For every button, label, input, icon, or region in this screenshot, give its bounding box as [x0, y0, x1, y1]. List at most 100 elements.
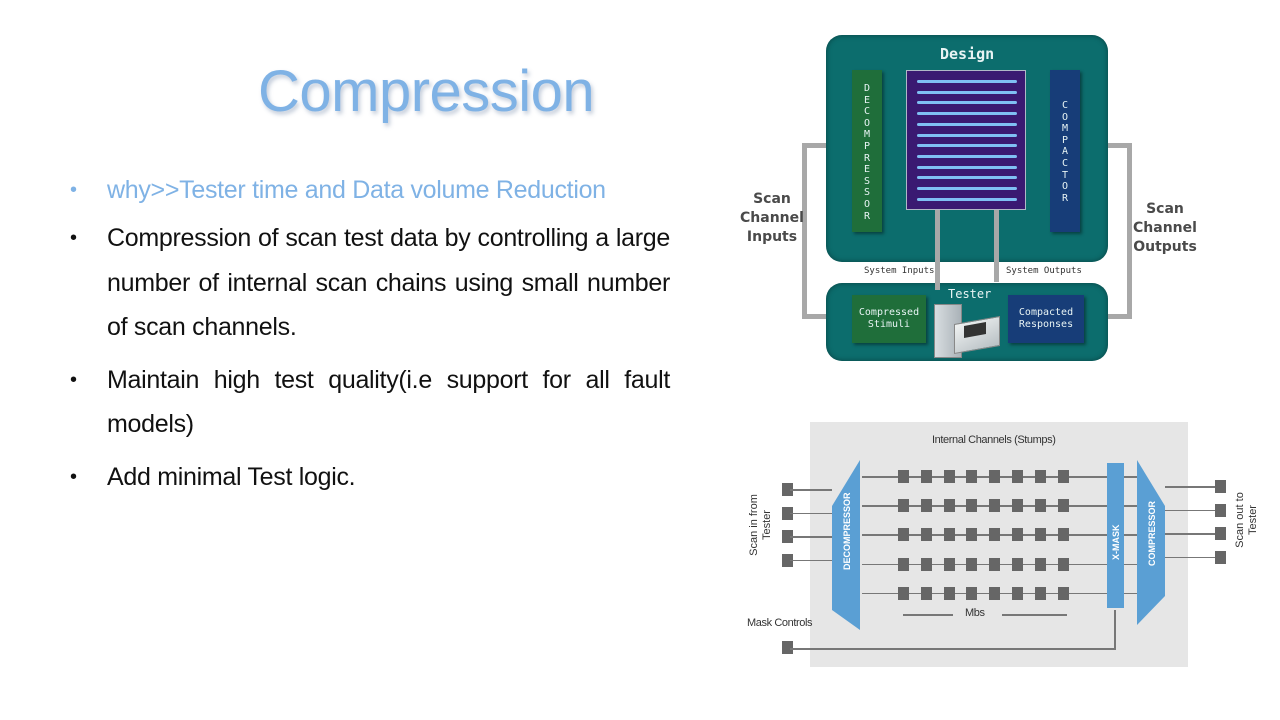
scan-cell — [898, 499, 909, 513]
scan-cell — [989, 557, 1001, 571]
scan-cell — [966, 499, 978, 513]
scan-cell — [989, 528, 1001, 542]
decompressor-label: D E C O M P R E S S O R — [863, 83, 871, 222]
label-line: Responses — [1018, 319, 1074, 330]
system-outputs-pipe — [994, 210, 999, 282]
scan-cell — [966, 557, 978, 571]
scan-chain — [917, 176, 1017, 180]
scan-cell — [943, 557, 955, 571]
scan-cell — [898, 470, 909, 483]
scan-in-line — [790, 512, 832, 514]
scan-cell — [1034, 528, 1046, 542]
scan-chain — [917, 165, 1017, 169]
scan-cell — [1057, 528, 1069, 542]
chain-line — [862, 476, 1107, 478]
label-line: Channel — [740, 210, 804, 226]
bullet-text: Maintain high test quality(i.e support f… — [107, 365, 670, 439]
bullet-dot: • — [70, 227, 77, 249]
internal-channels-label: Internal Channels (Stumps) — [932, 434, 1056, 446]
scan-cell — [1057, 470, 1069, 483]
chain-line — [862, 505, 1107, 507]
scan-chain — [917, 112, 1017, 116]
scan-cell — [943, 470, 955, 483]
scan-in-line — [790, 559, 832, 561]
scan-output-pipe-vertical — [1127, 143, 1132, 319]
xmask-to-compressor-line — [1124, 476, 1137, 478]
chain-line — [862, 563, 1107, 566]
scan-chain — [917, 133, 1017, 137]
tester-equipment-image — [932, 302, 1002, 360]
scan-out-port — [1215, 527, 1226, 540]
scan-output-pipe-bottom — [1085, 314, 1131, 319]
bullet-text: Compression of scan test data by control… — [107, 224, 670, 341]
scan-in-label: Scan in from Tester — [748, 485, 774, 565]
scan-cell — [989, 586, 1001, 600]
compacted-responses-block: Compacted Responses — [1008, 295, 1084, 343]
design-core — [906, 70, 1026, 210]
scan-cell — [1034, 557, 1046, 571]
scan-cell — [943, 499, 955, 513]
slide-title: Compression — [258, 59, 595, 124]
scan-cell — [1012, 557, 1023, 571]
label-line: Outputs — [1133, 239, 1197, 255]
scan-in-line — [790, 489, 832, 491]
scan-cell — [989, 499, 1001, 513]
scan-channel-inputs-label: Scan Channel Inputs — [740, 190, 804, 247]
mask-control-line-v — [1114, 610, 1116, 650]
label-line: Channel — [1133, 220, 1197, 236]
compactor-label: C O M P A C T O R — [1061, 100, 1069, 204]
scan-out-port — [1215, 480, 1226, 493]
compression-flow-diagram: Internal Channels (Stumps) DECOMPRESSOR … — [740, 420, 1265, 670]
design-label: Design — [940, 45, 995, 63]
xmask-to-compressor-line — [1124, 505, 1137, 507]
mbs-label: Mbs — [965, 607, 985, 619]
scan-cell — [920, 499, 932, 513]
scan-cell — [898, 586, 909, 600]
bullet-why: • why>>Tester time and Data volume Reduc… — [66, 172, 670, 208]
scan-cell — [1057, 586, 1069, 600]
system-inputs-label: System Inputs — [864, 266, 935, 276]
mbs-arrow-right — [1002, 614, 1067, 616]
scan-in-port — [782, 506, 793, 520]
scan-cell — [1057, 499, 1069, 513]
chain-line — [862, 592, 1107, 595]
bullet-test-logic: • Add minimal Test logic. — [66, 455, 670, 500]
decompressor-label: DECOMPRESSOR — [842, 492, 852, 570]
compactor-block: C O M P A C T O R — [1050, 70, 1080, 232]
bullet-quality: • Maintain high test quality(i.e support… — [66, 358, 670, 447]
mask-control-line-h — [790, 648, 1115, 650]
scan-chain — [917, 90, 1017, 94]
decompressor-block — [832, 460, 860, 630]
bullet-list: • why>>Tester time and Data volume Reduc… — [66, 172, 670, 499]
scan-out-line — [1165, 556, 1215, 558]
scan-cell — [1034, 499, 1046, 513]
scan-chain — [917, 101, 1017, 105]
system-inputs-pipe — [935, 210, 940, 290]
scan-in-port — [782, 483, 793, 496]
scan-out-port — [1215, 550, 1226, 564]
label-line: Tester — [1247, 505, 1259, 535]
xmask-to-compressor-line — [1124, 534, 1137, 536]
compressed-stimuli-block: Compressed Stimuli — [852, 295, 926, 343]
scan-cell — [1034, 470, 1046, 483]
scan-chain — [917, 122, 1017, 126]
bullet-dot: • — [70, 179, 77, 201]
decompressor-block: D E C O M P R E S S O R — [852, 70, 882, 232]
label-line: Scan — [753, 191, 791, 207]
mask-controls-label: Mask Controls — [747, 617, 813, 629]
label-line: Scan in from — [748, 494, 760, 556]
scan-cell — [920, 557, 932, 571]
xmask-to-compressor-line — [1124, 592, 1137, 595]
scan-in-port — [782, 530, 793, 543]
scan-cell — [966, 528, 978, 542]
scan-cell — [920, 470, 932, 483]
scan-cell — [1034, 586, 1046, 600]
scan-cell — [966, 470, 978, 483]
scan-chain — [917, 144, 1017, 148]
bullet-dot: • — [70, 368, 77, 391]
scan-out-line — [1165, 509, 1215, 511]
scan-out-label: Scan out to Tester — [1234, 485, 1260, 555]
bullet-compression: • Compression of scan test data by contr… — [66, 216, 670, 350]
scan-out-line — [1165, 486, 1215, 488]
tester-label: Tester — [948, 287, 992, 301]
